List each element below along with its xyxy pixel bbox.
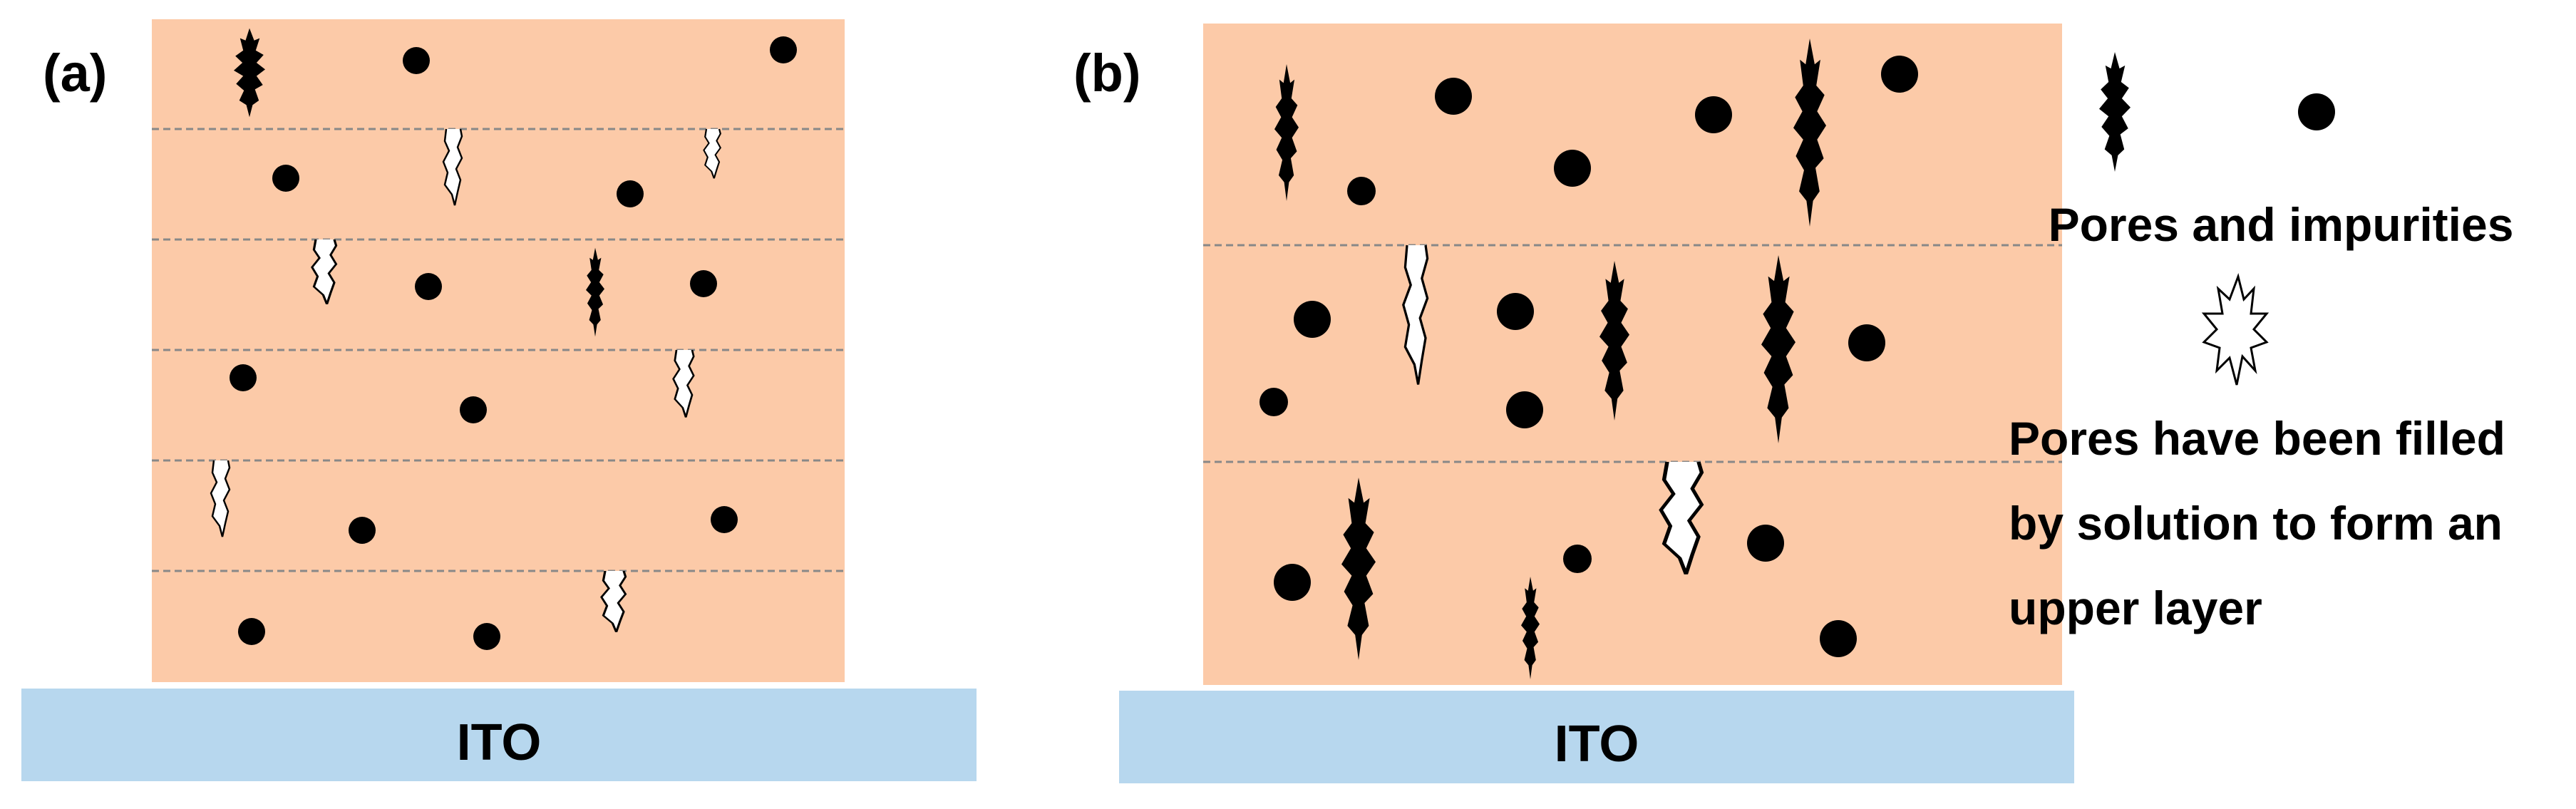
panel-a-ito-substrate [21, 689, 977, 781]
impurity-particle [617, 180, 644, 207]
impurity-particle [1506, 391, 1543, 428]
impurity-particle [1820, 620, 1857, 657]
impurity-particle [1497, 293, 1534, 330]
legend-filled-pores-line: upper layer [2009, 582, 2262, 634]
panel-b-ito-label: ITO [1555, 716, 1639, 773]
impurity-particle [460, 396, 487, 423]
impurity-particle [415, 273, 442, 300]
panel-b-layer-boundaries [1203, 244, 2062, 463]
impurity-particle [1274, 564, 1311, 601]
panel-b-label: (b) [1073, 43, 1141, 103]
impurity-particle [711, 506, 738, 533]
impurity-particle [690, 270, 717, 297]
legend-filled-pore-icon [2201, 272, 2270, 386]
impurity-particle [1259, 388, 1288, 416]
legend: Pores and impurities Pores have been fil… [2009, 52, 2513, 634]
impurity-particle [1747, 525, 1784, 562]
panel-a-ito-label: ITO [457, 714, 542, 771]
panel-a-layer-boundaries [152, 128, 845, 572]
panel-b-film [1203, 24, 2062, 685]
impurity-particle [1435, 78, 1472, 115]
impurity-particle [1695, 96, 1732, 133]
impurity-particle [1848, 324, 1885, 361]
impurity-particle [1554, 150, 1591, 187]
panel-a: (a) [21, 19, 977, 781]
impurity-particle [403, 47, 430, 74]
impurity-particle [1347, 177, 1376, 205]
panel-a-label: (a) [43, 43, 107, 103]
panel-b-impurities [1259, 56, 1918, 657]
impurity-particle [272, 165, 299, 192]
impurity-particle [238, 618, 265, 645]
panel-b: (b) [1073, 24, 2074, 783]
panel-b-ito-substrate [1119, 691, 2074, 783]
legend-pores-impurities-label: Pores and impurities [2049, 198, 2514, 251]
impurity-particle [473, 623, 500, 650]
legend-filled-pores-line: by solution to form an [2009, 497, 2503, 550]
legend-filled-pores-line: Pores have been filled [2009, 412, 2505, 465]
impurity-particle [349, 517, 376, 544]
impurity-particle [1563, 545, 1592, 573]
impurity-particle [230, 364, 257, 391]
impurity-particle [1294, 301, 1331, 338]
legend-impurity-icon [2298, 93, 2335, 130]
panel-a-impurities [230, 36, 797, 650]
impurity-particle [770, 36, 797, 63]
legend-pore-crack-icon [2099, 52, 2131, 172]
impurity-particle [1881, 56, 1918, 93]
